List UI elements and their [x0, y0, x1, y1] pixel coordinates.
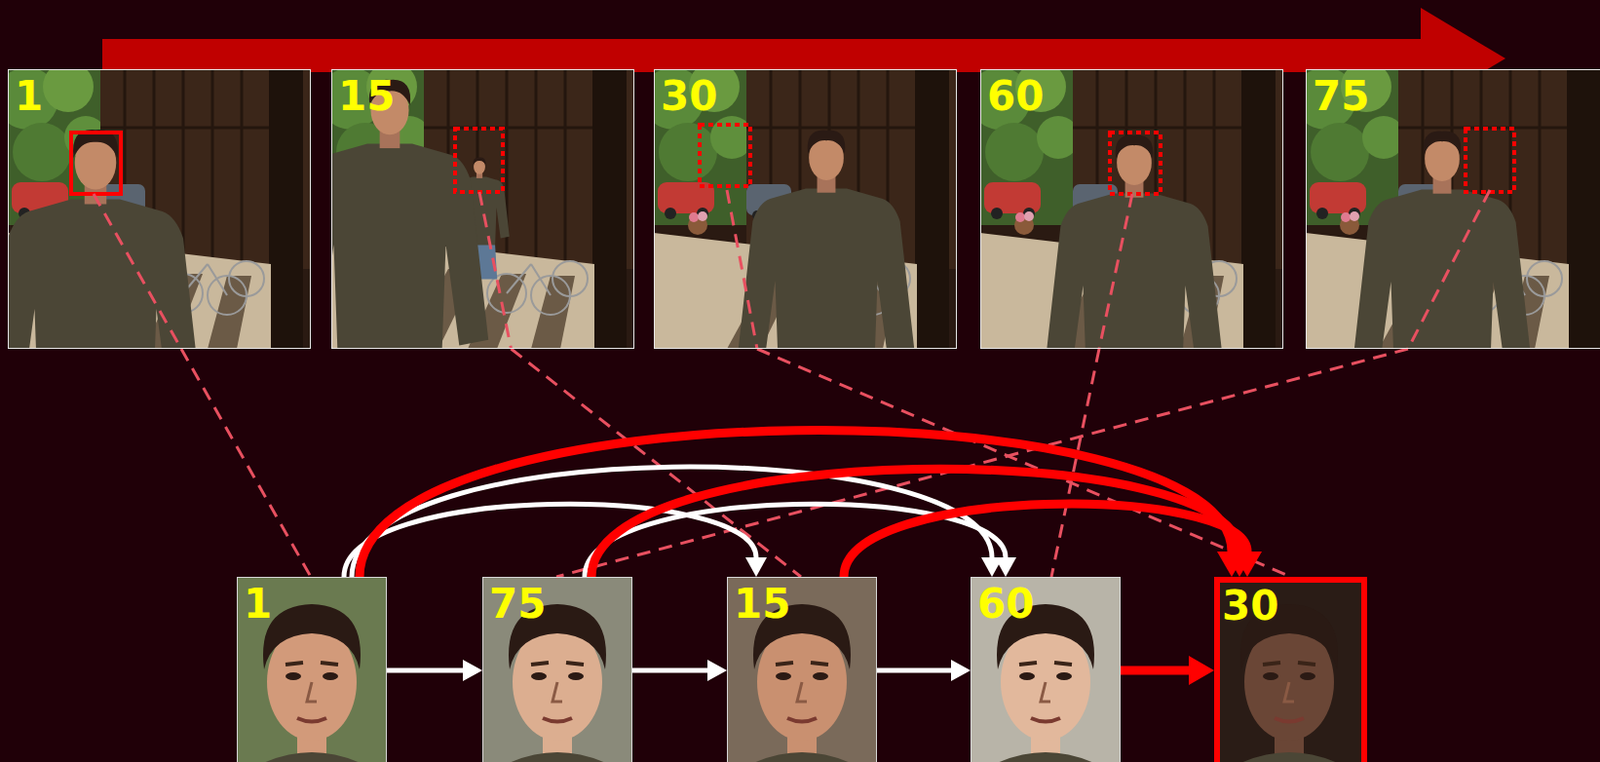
face-crop: 15 — [726, 576, 877, 762]
video-frame: 30 — [653, 69, 957, 349]
leader-line — [757, 348, 1292, 577]
leader-line — [1051, 348, 1100, 577]
video-frame: 60 — [980, 69, 1284, 349]
video-frame: 1 — [7, 69, 311, 349]
frame-number: 1 — [243, 583, 272, 625]
frame-number: 30 — [660, 76, 718, 117]
frame-number: 75 — [1312, 76, 1370, 117]
leader-line — [556, 348, 1409, 577]
leader-line — [181, 348, 311, 577]
sequence-arrow — [1120, 666, 1189, 676]
leader-line — [511, 348, 802, 577]
face-crop: 75 — [482, 576, 633, 762]
sequence-arrow — [386, 668, 463, 674]
frame-number: 75 — [489, 583, 546, 625]
skip-arrow — [843, 503, 1248, 577]
frame-number: 1 — [14, 76, 43, 117]
frame-number: 15 — [733, 583, 791, 625]
frame-number: 15 — [338, 76, 395, 117]
frame-number: 60 — [977, 583, 1034, 625]
face-crop: 30 — [1214, 576, 1368, 762]
frame-number: 60 — [987, 76, 1044, 117]
video-frame: 15 — [331, 69, 635, 349]
video-frame: 75 — [1305, 69, 1600, 349]
face-crop: 1 — [236, 576, 387, 762]
frame-number: 30 — [1221, 585, 1279, 627]
face-crop: 60 — [970, 576, 1121, 762]
sequence-arrow — [632, 668, 708, 674]
sequence-arrow — [876, 668, 952, 674]
